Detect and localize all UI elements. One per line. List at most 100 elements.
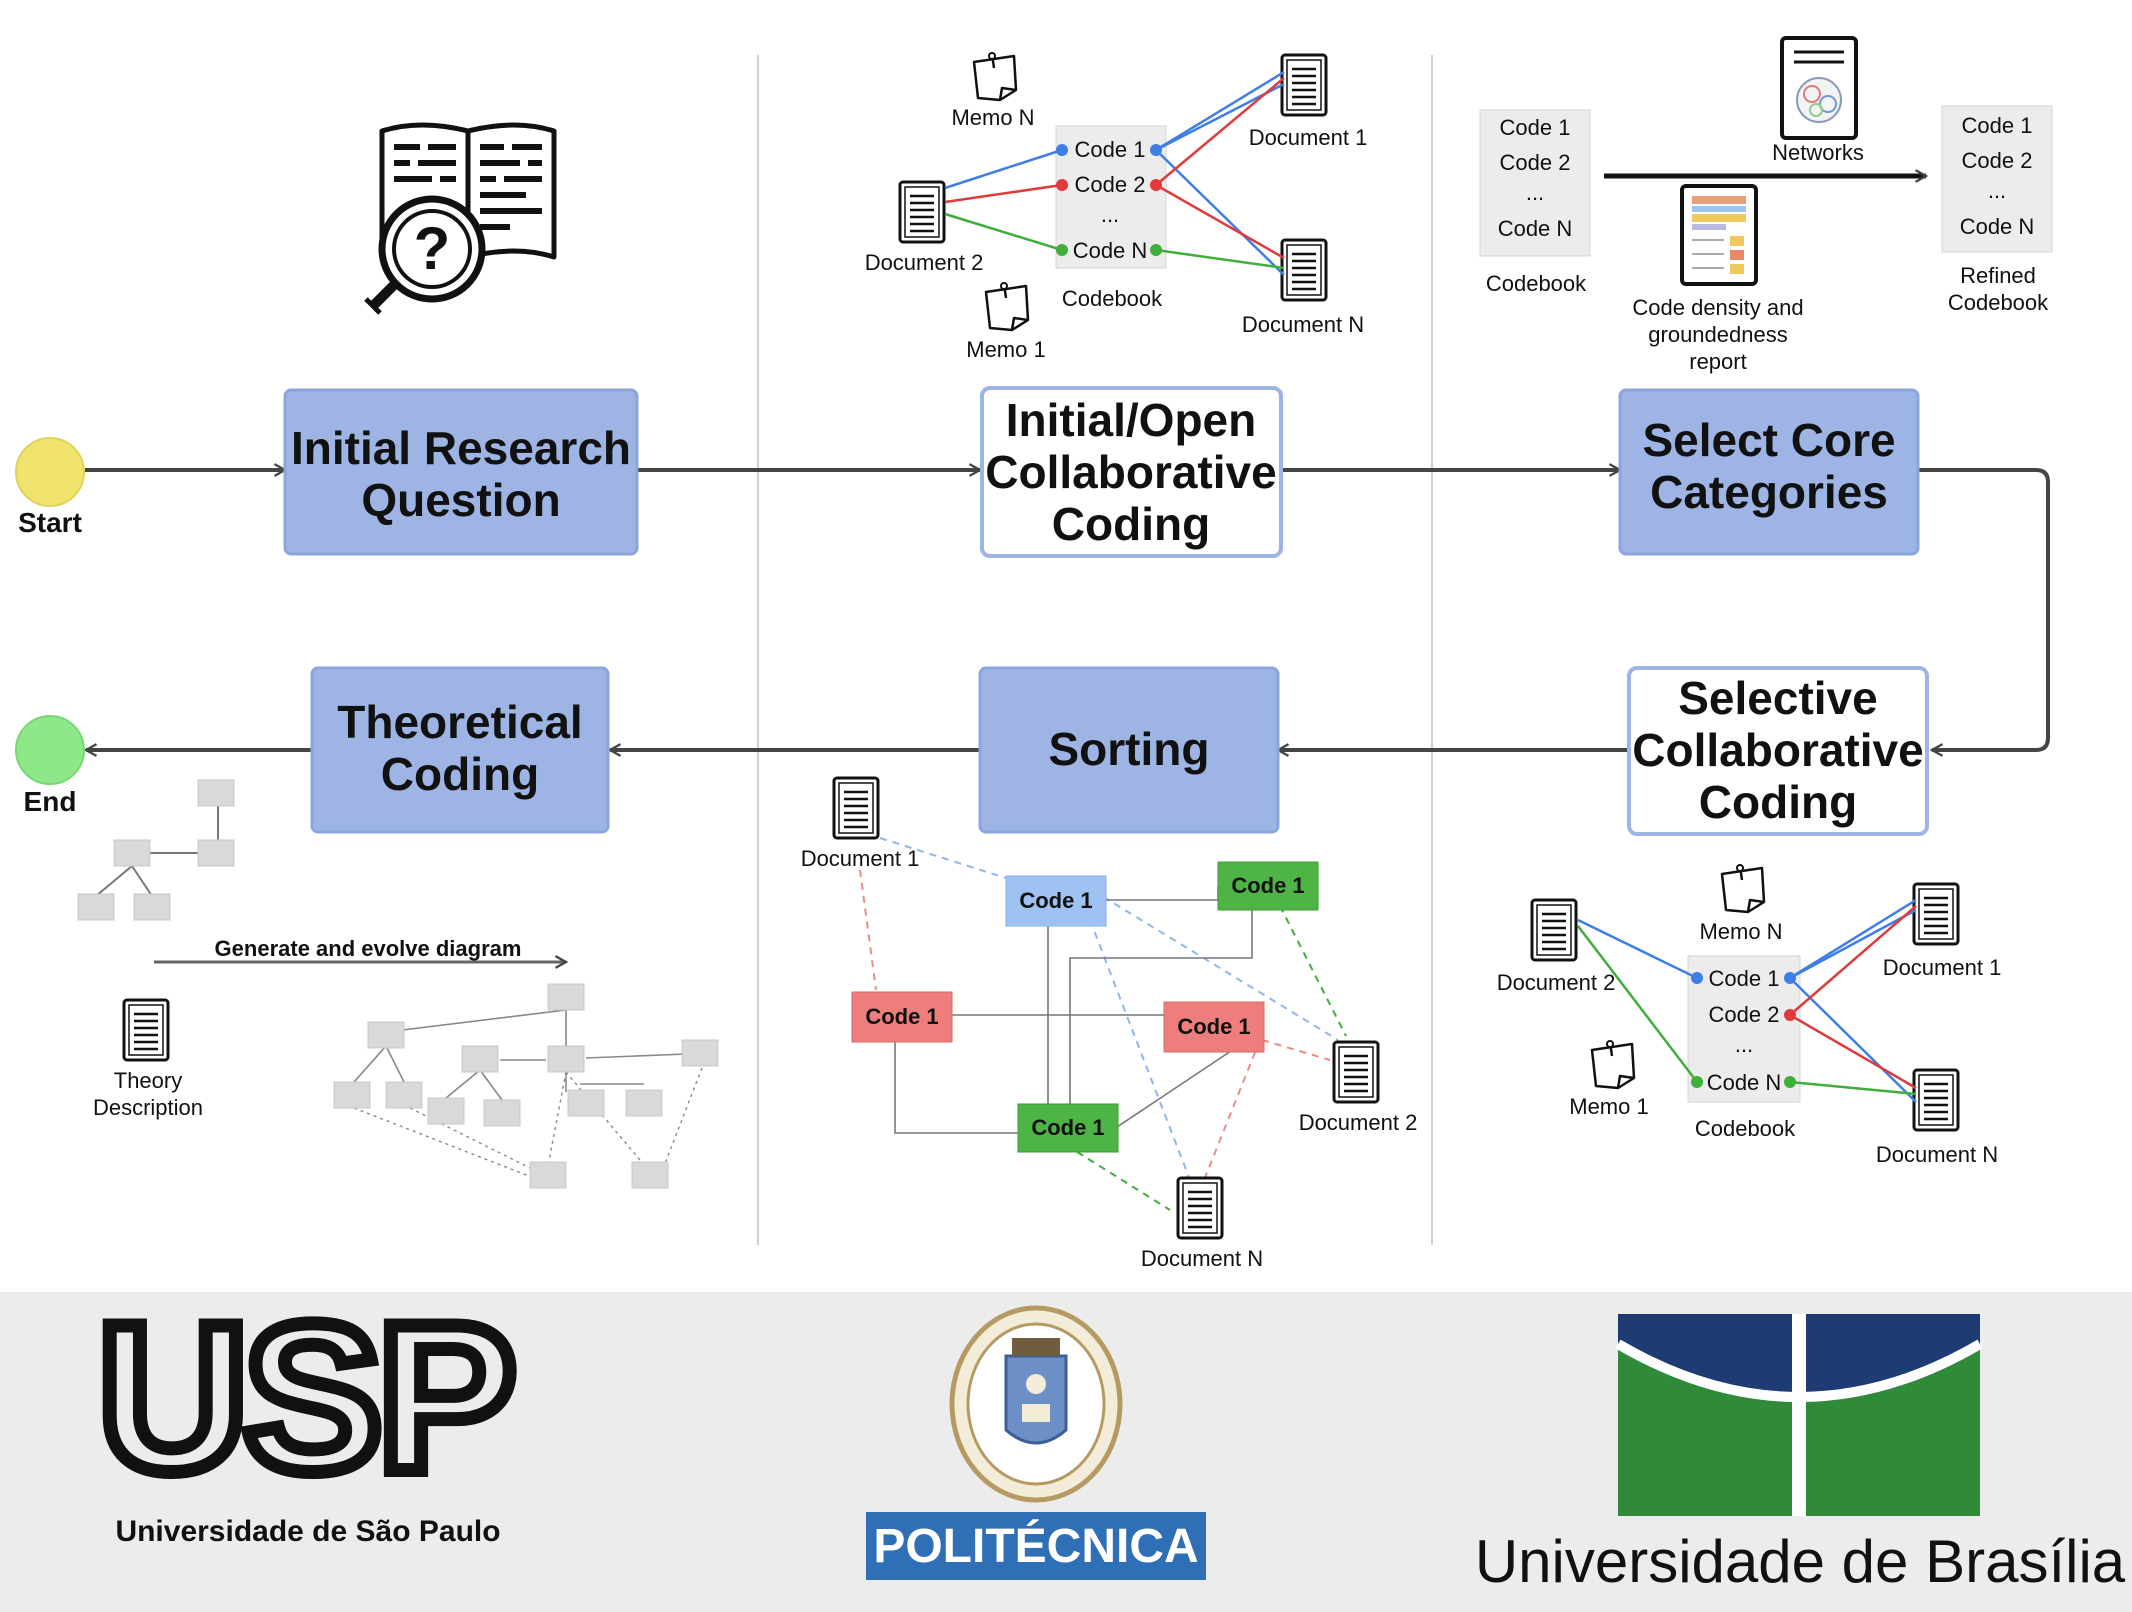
initial-research-question-line-2: Question <box>361 474 560 526</box>
theoretical-coding-line-1: Theoretical <box>337 696 582 748</box>
memo-1-icon <box>984 281 1030 332</box>
sel-memo-n-icon <box>1720 863 1766 914</box>
networks-report-icon <box>1780 36 1858 140</box>
theoretical-coding-line-2: Coding <box>381 748 539 800</box>
sorting-illustration: Document 1 Document 2 Document N Code 1 … <box>801 776 1418 1271</box>
sel-document-2-icon <box>1530 898 1578 962</box>
theory-description-line-2: Description <box>93 1095 203 1120</box>
memo-n-icon <box>972 51 1018 102</box>
codebook-box <box>1055 125 1167 269</box>
initial-research-question-node <box>283 388 639 556</box>
core-codebook-item-ellipsis: ... <box>1526 180 1544 205</box>
select-core-line-2: Categories <box>1650 466 1888 518</box>
open-coding-node <box>980 386 1283 558</box>
sorting-line-1: Sorting <box>1049 723 1210 775</box>
core-categories-illustration: Code 1 Code 2 ... Code N Codebook Networ… <box>1479 36 2053 374</box>
sel-codebook-box <box>1687 955 1801 1103</box>
document-2-label: Document 2 <box>865 250 984 275</box>
codebook-label: Codebook <box>1062 286 1163 311</box>
sel-document-2-label: Document 2 <box>1497 970 1616 995</box>
document-1-icon <box>1280 53 1328 117</box>
sort-code-red-left <box>851 991 953 1043</box>
upm-name: POLITÉCNICA <box>873 1519 1198 1573</box>
sel-document-n-icon <box>1912 1068 1960 1132</box>
sort-document-2-icon <box>1332 1040 1380 1104</box>
sorting-node <box>978 666 1280 834</box>
open-coding-illustration: Memo N Memo 1 Document 2 Document 1 Docu… <box>865 51 1368 362</box>
selective-coding-illustration: Document 2 Memo N Memo 1 Document 1 Docu… <box>1497 863 2001 1167</box>
theory-description-icon <box>122 998 170 1062</box>
theoretical-coding-node <box>310 666 610 834</box>
sort-document-1-label: Document 1 <box>801 846 920 871</box>
upm-seal-icon <box>949 1305 1123 1503</box>
upm-banner <box>866 1512 1206 1580</box>
open-coding-line-3: Coding <box>1052 498 1210 550</box>
density-report-label-line-3: report <box>1689 349 1746 374</box>
density-report-icon <box>1680 184 1758 286</box>
sort-code-green-bottom-label: Code 1 <box>1031 1115 1104 1140</box>
sel-codebook-item-2: Code 2 <box>1709 1002 1780 1027</box>
open-coding-line-1: Initial/Open <box>1006 394 1256 446</box>
end-node <box>15 715 85 785</box>
sort-document-n-icon <box>1176 1176 1224 1240</box>
sort-code-red-right <box>1163 1001 1265 1053</box>
document-2-icon <box>898 180 946 244</box>
core-codebook-item-n: Code N <box>1498 216 1573 241</box>
open-coding-line-2: Collaborative <box>985 446 1276 498</box>
memo-1-label: Memo 1 <box>966 337 1045 362</box>
sort-document-2-label: Document 2 <box>1299 1110 1418 1135</box>
sort-code-green-top-label: Code 1 <box>1231 873 1304 898</box>
sel-memo-1-icon <box>1590 1039 1636 1090</box>
initial-research-question-line-1: Initial Research <box>291 422 631 474</box>
core-codebook-item-1: Code 1 <box>1500 115 1571 140</box>
refined-item-n: Code N <box>1960 214 2035 239</box>
start-node <box>15 437 85 507</box>
usp-logo: USP Universidade de São Paulo <box>90 1273 524 1548</box>
core-codebook-box <box>1479 109 1591 257</box>
codebook-item-n: Code N <box>1073 238 1148 263</box>
process-flow: Start End Initial Research Question Init… <box>15 386 2050 836</box>
select-core-categories-node <box>1618 388 1920 556</box>
sel-codebook-item-ellipsis: ... <box>1735 1032 1753 1057</box>
sort-document-n-label: Document N <box>1141 1246 1263 1271</box>
networks-label: Networks <box>1772 140 1864 165</box>
selective-coding-line-1: Selective <box>1678 672 1877 724</box>
refined-item-ellipsis: ... <box>1988 178 2006 203</box>
sel-document-n-label: Document N <box>1876 1142 1998 1167</box>
sort-code-green-bottom <box>1017 1103 1119 1153</box>
selective-coding-node <box>1627 666 1929 836</box>
refined-label-line-1: Refined <box>1960 263 2036 288</box>
document-1-label: Document 1 <box>1249 125 1368 150</box>
theory-description-line-1: Theory <box>114 1068 182 1093</box>
sel-memo-n-label: Memo N <box>1699 919 1782 944</box>
unb-logo: Universidade de Brasília <box>1475 1314 2126 1595</box>
svg-text:?: ? <box>414 215 451 282</box>
sort-code-green-top <box>1217 861 1319 911</box>
core-codebook-label: Codebook <box>1486 271 1587 296</box>
sort-code-red-left-label: Code 1 <box>865 1004 938 1029</box>
sel-codebook-item-n: Code N <box>1707 1070 1782 1095</box>
refined-codebook-box <box>1941 105 2053 253</box>
document-n-label: Document N <box>1242 312 1364 337</box>
end-label: End <box>24 786 77 817</box>
document-n-icon <box>1280 238 1328 302</box>
sel-codebook-item-1: Code 1 <box>1709 966 1780 991</box>
refined-item-1: Code 1 <box>1962 113 2033 138</box>
usp-wordmark: USP <box>97 1280 511 1515</box>
codebook-item-2: Code 2 <box>1075 172 1146 197</box>
usp-name: Universidade de São Paulo <box>115 1515 500 1548</box>
selective-coding-line-3: Coding <box>1699 776 1857 828</box>
unb-name: Universidade de Brasília <box>1475 1528 2126 1595</box>
research-question-book-icon: ? <box>364 122 557 315</box>
generate-diagram-label: Generate and evolve diagram <box>215 936 522 961</box>
refined-item-2: Code 2 <box>1962 148 2033 173</box>
sel-codebook-label: Codebook <box>1695 1116 1796 1141</box>
codebook-item-1: Code 1 <box>1075 137 1146 162</box>
start-label: Start <box>18 507 82 538</box>
refined-label-line-2: Codebook <box>1948 290 2049 315</box>
flow-arrow-selective <box>1918 468 2050 750</box>
density-report-label-line-1: Code density and <box>1632 295 1803 320</box>
codebook-item-ellipsis: ... <box>1101 202 1119 227</box>
selective-coding-line-2: Collaborative <box>1632 724 1923 776</box>
upm-logo: POLITÉCNICA <box>866 1305 1206 1580</box>
